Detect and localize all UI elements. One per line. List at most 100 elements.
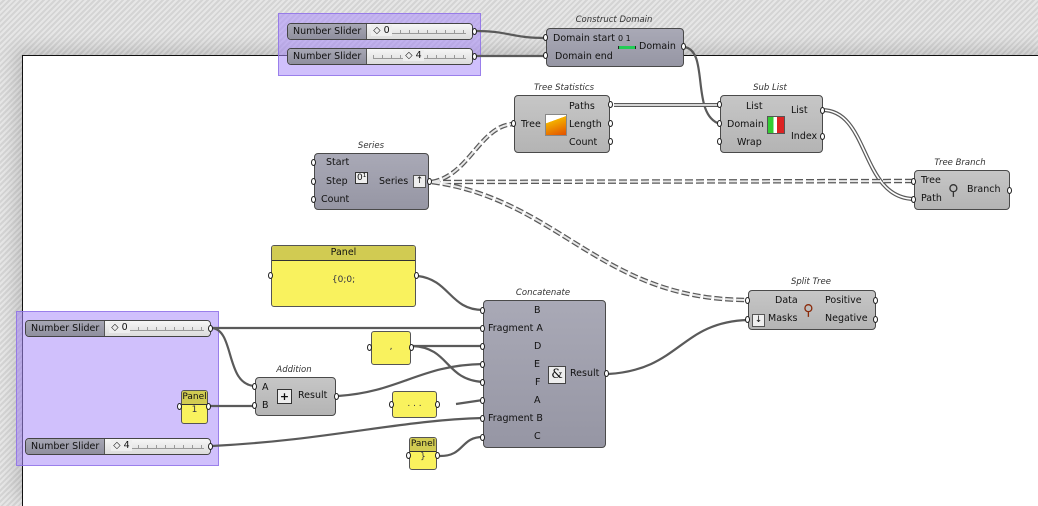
output-port[interactable] <box>414 272 419 279</box>
slider-value[interactable]: ◇ 0 <box>371 25 392 36</box>
output-port[interactable] <box>409 344 414 351</box>
output-port[interactable] <box>427 178 432 185</box>
panel-comma[interactable]: , <box>371 331 411 365</box>
output-port[interactable] <box>334 393 339 400</box>
input-port[interactable] <box>311 159 316 166</box>
construct-domain-component[interactable]: Domain start Domain end 0 1 Domain <box>546 28 684 67</box>
number-slider-bottom-0[interactable]: Number Slider ◇ 0 <box>25 320 211 337</box>
input-port[interactable] <box>480 434 485 441</box>
input-domain: Domain <box>727 119 764 130</box>
number-slider-top-4[interactable]: Number Slider ◇ 4 <box>287 48 473 65</box>
slider-track[interactable]: ◇ 4 <box>105 439 210 454</box>
panel-close-brace[interactable]: Panel } <box>409 437 437 470</box>
input-port[interactable] <box>911 178 916 185</box>
input-port[interactable] <box>177 403 182 410</box>
input-c: C <box>534 431 541 442</box>
panel-content[interactable]: 1 <box>191 405 198 415</box>
input-port[interactable] <box>717 120 722 127</box>
panel-dots[interactable]: . . . <box>392 391 437 418</box>
input-data: Data <box>775 295 798 306</box>
input-port[interactable] <box>543 52 548 59</box>
input-domain-end: Domain end <box>555 51 613 62</box>
input-port[interactable] <box>480 343 485 350</box>
output-port[interactable] <box>820 107 825 114</box>
number-slider-bottom-4[interactable]: Number Slider ◇ 4 <box>25 438 211 455</box>
sub-list-component[interactable]: List Domain Wrap List Index <box>720 95 823 153</box>
slider-track[interactable]: ◇ 0 <box>367 24 472 39</box>
input-d: D <box>534 341 542 352</box>
tree-statistics-component[interactable]: Tree Paths Length Count <box>514 95 610 153</box>
input-port[interactable] <box>480 307 485 314</box>
panel-main[interactable]: Panel {0;0; <box>271 245 416 307</box>
tree-branch-component[interactable]: Tree Path ⚲ Branch <box>914 170 1010 210</box>
output-port[interactable] <box>873 297 878 304</box>
output-port[interactable] <box>873 316 878 323</box>
input-path: Path <box>921 193 942 204</box>
input-port[interactable] <box>511 120 516 127</box>
output-port[interactable] <box>604 370 609 377</box>
input-a: A <box>262 382 269 393</box>
addition-component[interactable]: A B + Result <box>255 377 336 416</box>
input-port[interactable] <box>268 272 273 279</box>
output-port[interactable] <box>206 403 211 410</box>
output-port[interactable] <box>608 101 613 108</box>
slider-output-port[interactable] <box>208 325 213 332</box>
wire-slider0-domainstart <box>474 29 547 40</box>
output-port[interactable] <box>435 452 440 459</box>
input-port[interactable] <box>406 452 411 459</box>
domain-icon: 0 1 <box>618 35 636 51</box>
input-port[interactable] <box>745 316 750 323</box>
input-step: Step <box>326 176 348 187</box>
slider-output-port[interactable] <box>208 443 213 450</box>
slider-track[interactable]: ◇ 0 <box>105 321 210 336</box>
series-title: Series <box>357 141 385 151</box>
slider-value[interactable]: ◇ 4 <box>111 440 132 451</box>
output-port[interactable] <box>820 133 825 140</box>
input-port[interactable] <box>480 361 485 368</box>
slider-track[interactable]: ◇ 4 <box>367 49 472 64</box>
input-port[interactable] <box>717 101 722 108</box>
input-port[interactable] <box>480 415 485 422</box>
input-start: Start <box>326 157 350 168</box>
concatenate-component[interactable]: B Fragment A D E F A Fragment B C & Resu… <box>483 300 606 448</box>
input-port[interactable] <box>252 383 257 390</box>
panel-content[interactable]: , <box>389 342 393 352</box>
slider-output-port[interactable] <box>472 53 477 60</box>
input-port[interactable] <box>480 325 485 332</box>
split-tree-component[interactable]: ↓ Data Masks ⚲ Positive Negative <box>748 290 876 330</box>
panel-content[interactable]: } <box>420 452 426 462</box>
slider-output-port[interactable] <box>472 28 477 35</box>
flatten-arrow-icon[interactable]: ↓ <box>752 314 765 327</box>
input-port[interactable] <box>311 178 316 185</box>
output-port[interactable] <box>1007 187 1012 194</box>
slider-value[interactable]: ◇ 4 <box>403 50 424 61</box>
input-port[interactable] <box>311 196 316 203</box>
concatenate-title: Concatenate <box>515 288 571 298</box>
input-port[interactable] <box>480 379 485 386</box>
input-port[interactable] <box>543 34 548 41</box>
number-slider-top-0[interactable]: Number Slider ◇ 0 <box>287 23 473 40</box>
input-port[interactable] <box>480 397 485 404</box>
input-port[interactable] <box>389 401 394 408</box>
input-domain-start: Domain start <box>553 33 616 44</box>
input-port[interactable] <box>911 196 916 203</box>
output-port[interactable] <box>608 138 613 145</box>
panel-content[interactable]: {0;0; <box>331 275 356 285</box>
tree-branch-title: Tree Branch <box>934 158 986 168</box>
input-port[interactable] <box>367 344 372 351</box>
output-port[interactable] <box>608 120 613 127</box>
output-port[interactable] <box>681 43 686 50</box>
panel-content[interactable]: . . . <box>407 399 422 409</box>
slider-value[interactable]: ◇ 0 <box>109 322 130 333</box>
output-list: List <box>791 105 808 116</box>
input-port[interactable] <box>745 297 750 304</box>
input-port[interactable] <box>252 402 257 409</box>
output-port[interactable] <box>435 401 440 408</box>
panel-one[interactable]: Panel 1 <box>181 390 208 424</box>
split-tree-title: Split Tree <box>790 277 832 287</box>
addition-title: Addition <box>276 365 312 375</box>
input-port[interactable] <box>717 138 722 145</box>
series-component[interactable]: Start Step Count 0¹ Series ↑ <box>314 153 429 210</box>
graft-arrow-icon[interactable]: ↑ <box>413 175 426 188</box>
panel-header: Panel <box>182 391 207 405</box>
